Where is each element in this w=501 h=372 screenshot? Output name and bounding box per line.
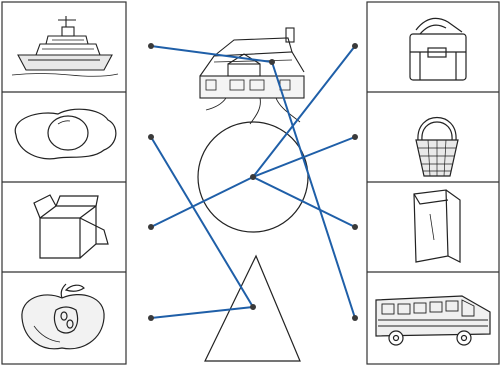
line-bag-circle: [253, 177, 355, 227]
ship-icon: [12, 16, 118, 76]
fried-egg-icon: [15, 109, 116, 159]
dot-house: [269, 59, 275, 65]
dot-triangle: [250, 304, 256, 310]
dot-egg: [148, 134, 154, 140]
line-box-circle: [151, 177, 253, 227]
dot-apple: [148, 315, 154, 321]
dot-bag: [352, 224, 358, 230]
dot-basket: [352, 134, 358, 140]
dot-lunchbox: [352, 43, 358, 49]
basket-icon: [416, 118, 458, 177]
lunchbox-icon: [410, 18, 466, 80]
box-icon: [34, 195, 108, 258]
dot-bus: [352, 315, 358, 321]
line-egg-triangle: [151, 137, 253, 307]
paper-bag-icon: [414, 190, 460, 262]
apple-half-icon: [22, 284, 104, 349]
line-apple-triangle: [151, 307, 253, 318]
dot-circle: [250, 174, 256, 180]
dot-box: [148, 224, 154, 230]
dot-ship: [148, 43, 154, 49]
school-bus-icon: [376, 296, 490, 345]
